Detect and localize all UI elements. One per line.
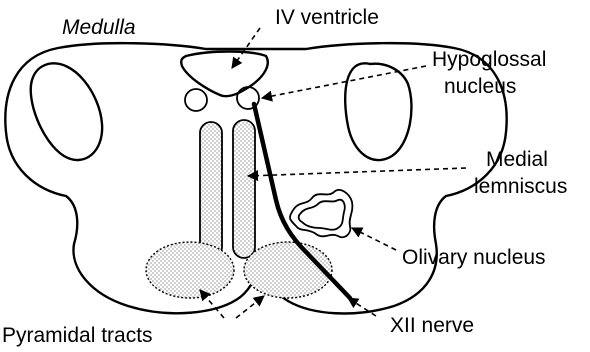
hypoglossal-label-line2: nucleus — [444, 75, 516, 98]
pyramidal-tract-left — [146, 242, 234, 298]
olivary-leader — [352, 228, 396, 250]
medial-lemniscus-label-line2: lemniscus — [474, 175, 567, 198]
medial-lemniscus-right — [233, 120, 255, 258]
left-lateral-region — [31, 63, 102, 160]
medial-lemniscus-label-line1: Medial — [486, 148, 548, 171]
xii-nerve-label: XII nerve — [390, 314, 474, 337]
hypoglossal-nucleus-left — [185, 89, 207, 111]
pyramidal-tracts-label: Pyramidal tracts — [2, 324, 153, 347]
medial-lemniscus-leader — [248, 168, 466, 176]
medial-lemniscus-left — [200, 122, 222, 258]
pyramidal-leader-right — [236, 296, 264, 318]
olivary-nucleus — [290, 190, 352, 237]
hypoglossal-label-line1: Hypoglossal — [432, 48, 546, 71]
olivary-nucleus-label: Olivary nucleus — [402, 246, 546, 269]
hypoglossal-leader — [262, 66, 426, 98]
pyramidal-tract-right — [244, 242, 332, 298]
diagram-title: Medulla — [62, 16, 136, 39]
right-lateral-region — [345, 63, 411, 160]
iv-ventricle-label: IV ventricle — [275, 6, 379, 29]
